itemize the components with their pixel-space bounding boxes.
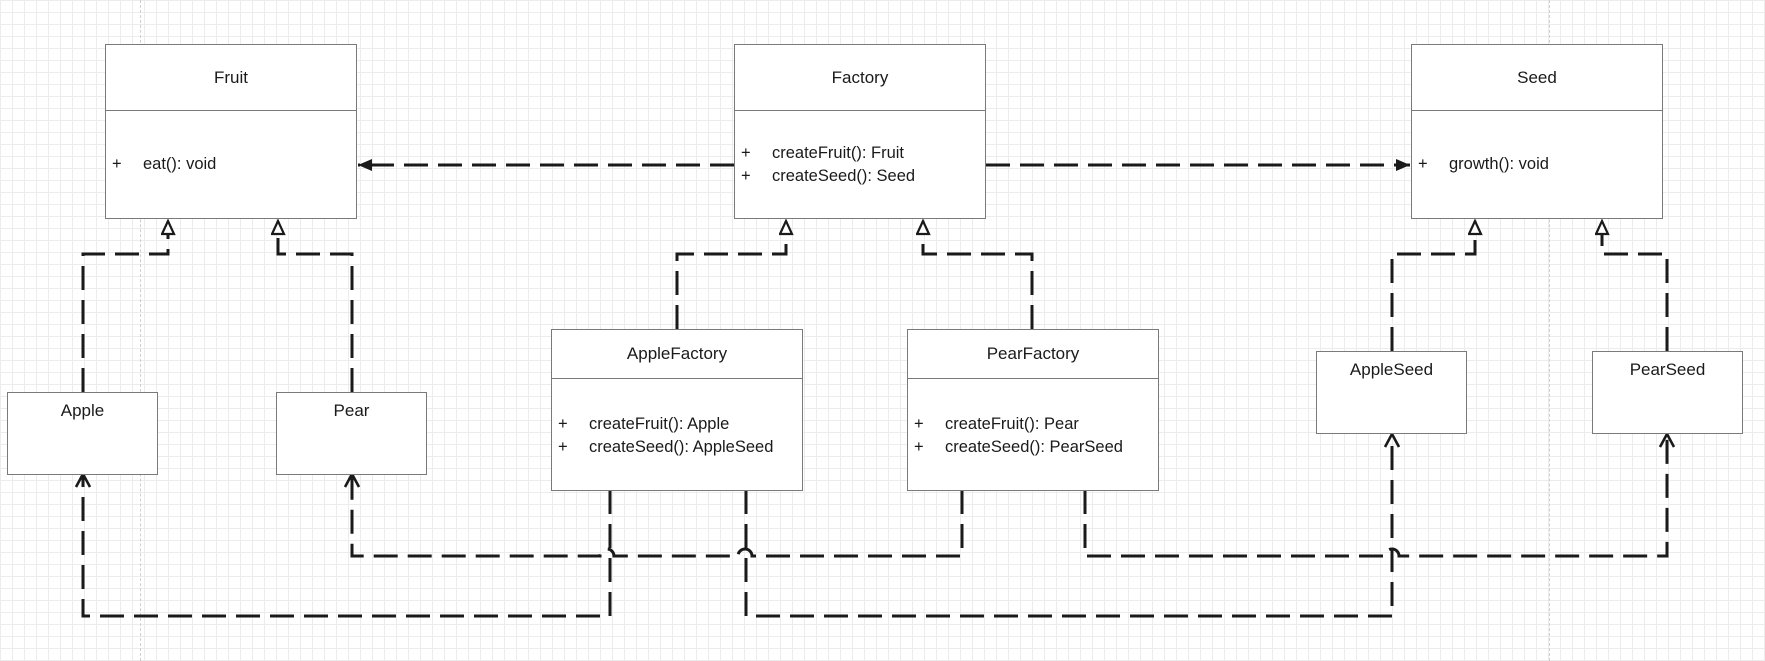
operation-create-fruit[interactable]: + createFruit(): Fruit <box>735 142 985 165</box>
realization-pearseed-seed <box>1602 221 1669 351</box>
class-apple-factory[interactable]: AppleFactory + createFruit(): Apple + cr… <box>551 329 803 491</box>
operation-create-seed[interactable]: + createSeed(): Seed <box>735 165 985 188</box>
class-apple-seed[interactable]: AppleSeed <box>1316 351 1467 434</box>
dependency-pearfactory-pearseed <box>1083 434 1667 558</box>
class-name: Apple <box>60 401 105 420</box>
class-factory[interactable]: Factory + createFruit(): Fruit + createS… <box>734 44 986 219</box>
class-pear-factory[interactable]: PearFactory + createFruit(): Pear + crea… <box>907 329 1159 491</box>
realization-applefactory-factory <box>675 221 786 329</box>
page-break-line <box>140 0 141 661</box>
page-break-line <box>1549 0 1550 661</box>
class-apple[interactable]: Apple <box>7 392 158 475</box>
operation-signature: createFruit(): Fruit <box>772 144 905 162</box>
visibility-public: + <box>112 155 122 173</box>
operation-create-seed[interactable]: + createSeed(): AppleSeed <box>552 436 802 459</box>
visibility-public: + <box>914 438 924 456</box>
operation-create-seed[interactable]: + createSeed(): PearSeed <box>908 436 1158 459</box>
dependency-pearfactory-pear <box>352 474 964 558</box>
class-name: Fruit <box>106 45 356 111</box>
class-name: Seed <box>1412 45 1662 111</box>
operation-signature: createSeed(): PearSeed <box>945 438 1123 456</box>
operation-create-fruit[interactable]: + createFruit(): Pear <box>908 413 1158 436</box>
visibility-public: + <box>558 415 568 433</box>
class-pear[interactable]: Pear <box>276 392 427 475</box>
operation-signature: createSeed(): Seed <box>772 167 916 185</box>
operation-signature: createFruit(): Pear <box>945 415 1079 433</box>
visibility-public: + <box>558 438 568 456</box>
realization-apple-fruit <box>81 221 168 392</box>
visibility-public: + <box>914 415 924 433</box>
operation-eat[interactable]: + eat(): void <box>106 153 356 176</box>
class-name: PearSeed <box>1629 360 1706 379</box>
operation-growth[interactable]: + growth(): void <box>1412 153 1662 176</box>
operation-signature: createFruit(): Apple <box>589 415 730 433</box>
operation-signature: eat(): void <box>143 155 217 173</box>
class-fruit[interactable]: Fruit + eat(): void <box>105 44 357 219</box>
operation-create-fruit[interactable]: + createFruit(): Apple <box>552 413 802 436</box>
operation-signature: growth(): void <box>1449 155 1549 173</box>
dependency-applefactory-appleseed <box>744 434 1392 618</box>
operation-signature: createSeed(): AppleSeed <box>589 438 774 456</box>
class-seed[interactable]: Seed + growth(): void <box>1411 44 1663 219</box>
class-pear-seed[interactable]: PearSeed <box>1592 351 1743 434</box>
class-name: AppleFactory <box>552 330 802 379</box>
class-name: Factory <box>735 45 985 111</box>
class-name: Pear <box>333 401 370 420</box>
visibility-public: + <box>741 167 751 185</box>
realization-appleseed-seed <box>1390 221 1475 351</box>
visibility-public: + <box>741 144 751 162</box>
class-name: AppleSeed <box>1349 360 1434 379</box>
class-name: PearFactory <box>908 330 1158 379</box>
realization-pear-fruit <box>278 221 354 392</box>
dependency-applefactory-apple <box>83 474 612 618</box>
visibility-public: + <box>1418 155 1428 173</box>
realization-pearfactory-factory <box>923 221 1034 329</box>
